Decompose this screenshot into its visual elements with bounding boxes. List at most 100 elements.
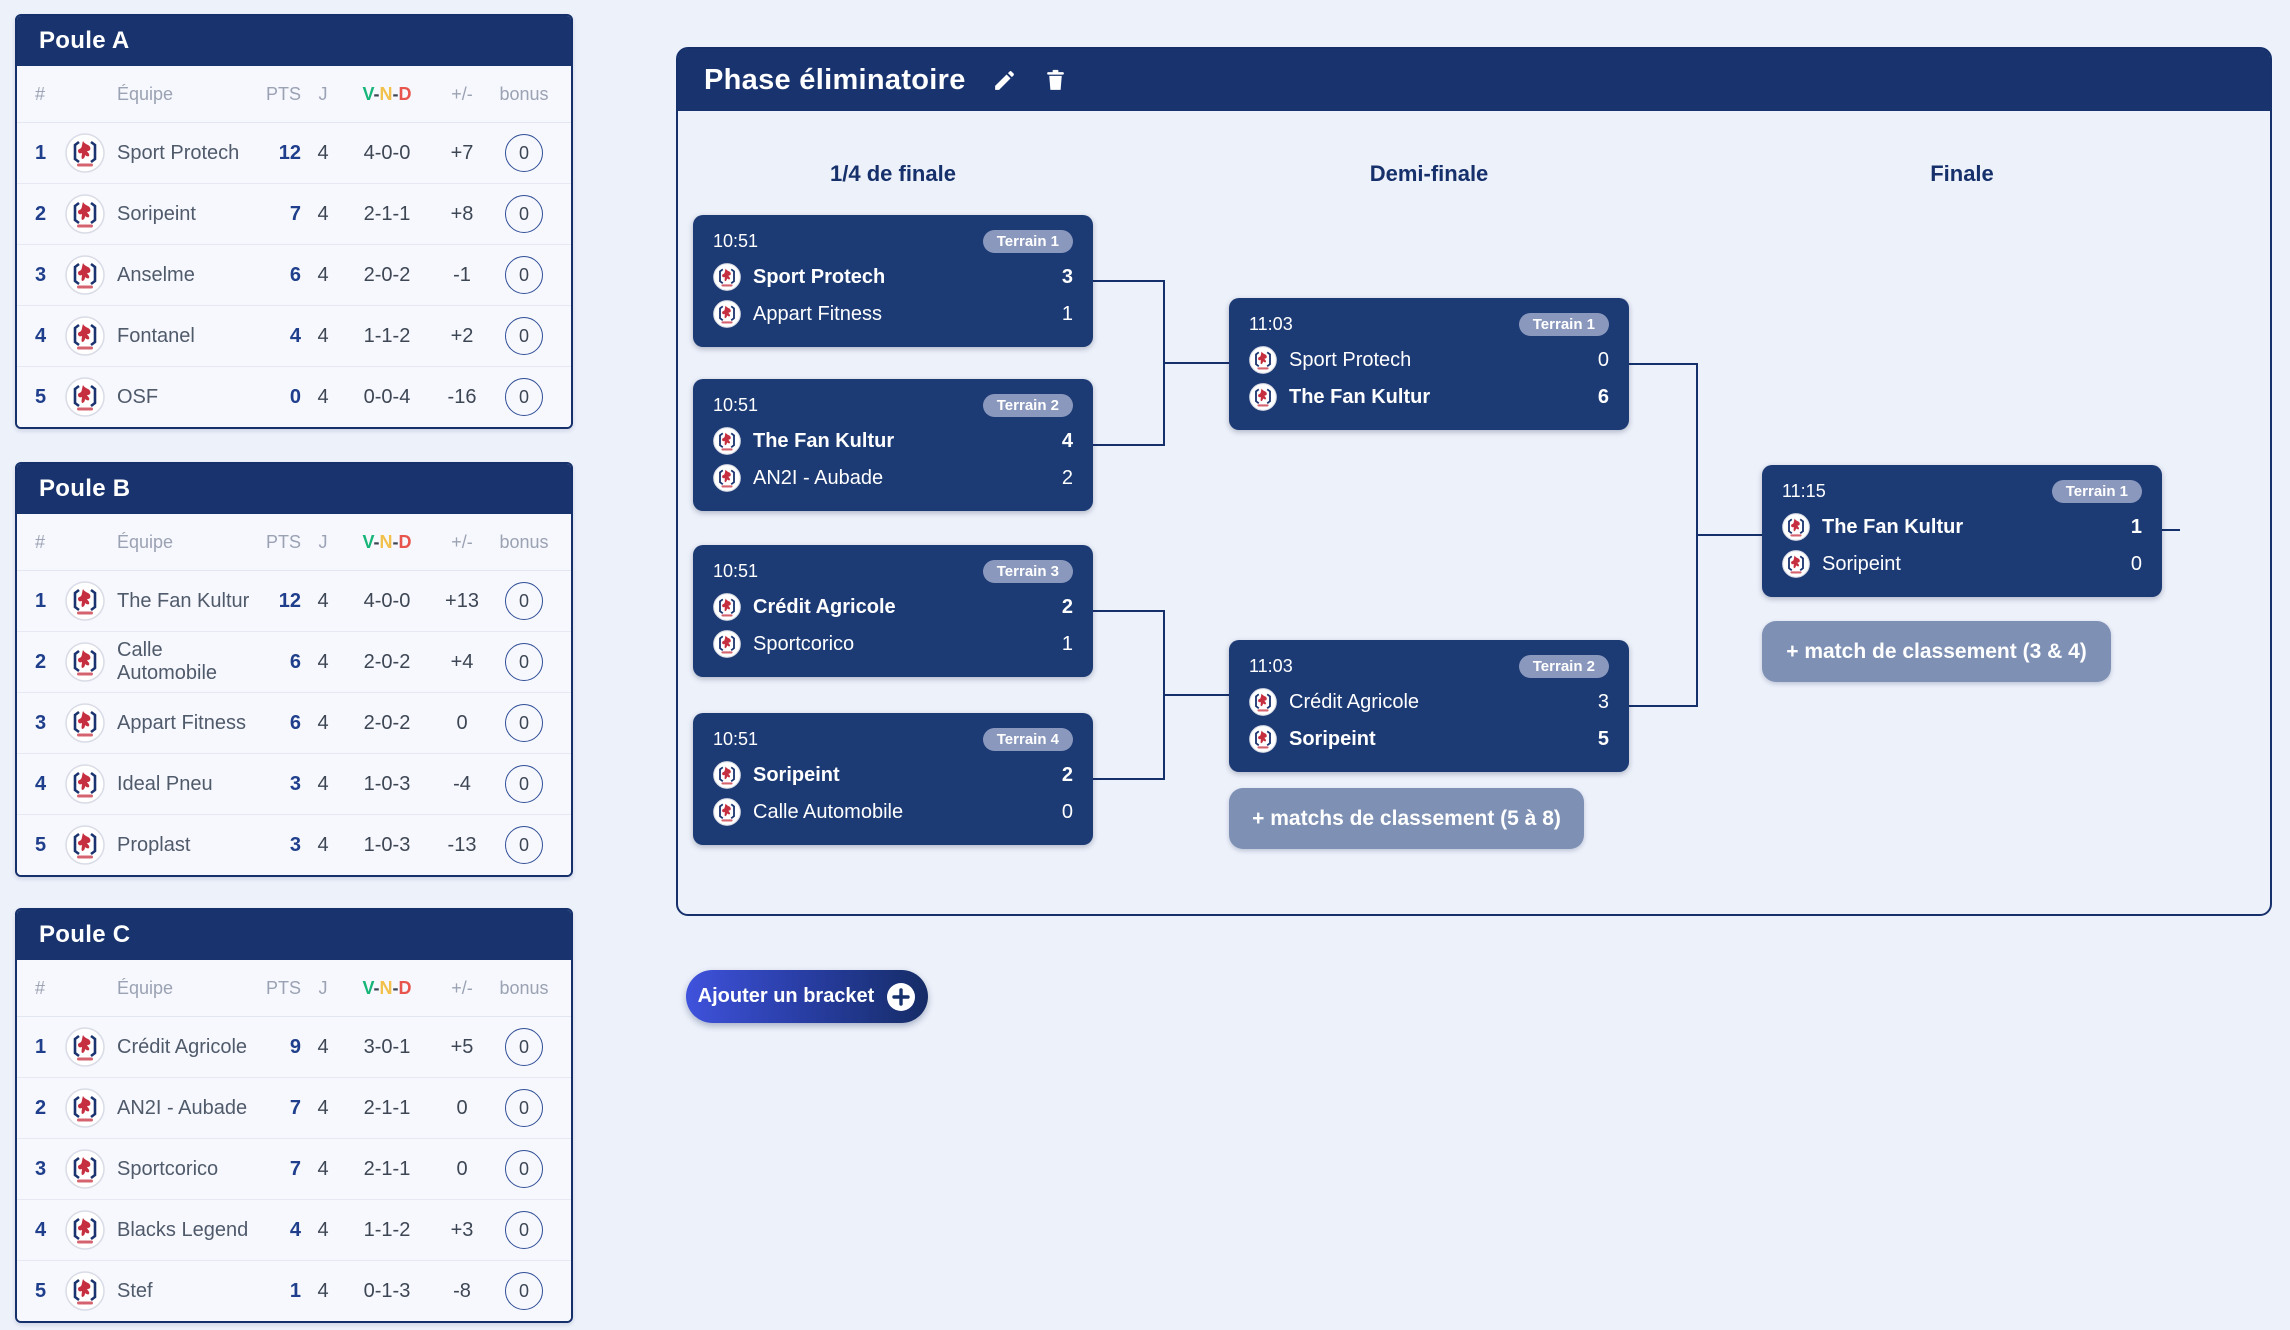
terrain-badge: Terrain 4	[982, 727, 1073, 751]
team-logo-icon	[713, 300, 741, 328]
bonus-badge[interactable]: 0	[495, 1211, 553, 1249]
rank: 4	[35, 324, 47, 347]
edit-icon[interactable]	[992, 68, 1017, 93]
win-draw-loss: 4-0-0	[363, 589, 411, 612]
bonus-badge[interactable]: 0	[495, 317, 553, 355]
col-rank: #	[35, 83, 46, 104]
points: 7	[289, 202, 301, 225]
pool-table-b: Poule B # Équipe PTS J V-N-D +/- bonus 1…	[15, 462, 573, 877]
team-logo-icon	[1782, 513, 1810, 541]
team-logo-icon	[65, 1027, 117, 1067]
points: 4	[289, 1218, 301, 1241]
team-logo-icon	[1249, 725, 1277, 753]
games-played: 4	[317, 1279, 329, 1302]
rank: 4	[35, 772, 47, 795]
team-logo-icon	[65, 825, 117, 865]
classement-3-4-button[interactable]: + match de classement (3 & 4)	[1762, 621, 2111, 682]
pool-table-c: Poule C # Équipe PTS J V-N-D +/- bonus 1…	[15, 908, 573, 1323]
rank: 3	[35, 1157, 47, 1180]
match-time: 11:03	[1249, 313, 1293, 334]
points: 6	[289, 263, 301, 286]
col-pts: PTS	[265, 977, 301, 998]
round-label-quarterfinals: 1/4 de finale	[830, 161, 956, 186]
team-logo-icon	[713, 263, 741, 291]
terrain-badge: Terrain 1	[1518, 312, 1609, 336]
win-draw-loss: 2-0-2	[363, 263, 411, 286]
bonus-badge[interactable]: 0	[495, 765, 553, 803]
goal-diff: +3	[450, 1218, 474, 1241]
match-time: 10:51	[713, 230, 759, 251]
col-diff: +/-	[451, 977, 473, 998]
team-logo-icon	[65, 133, 117, 173]
round-label-final: Finale	[1930, 161, 1994, 186]
bonus-badge[interactable]: 0	[495, 704, 553, 742]
pool-title-label: Poule B	[39, 475, 131, 502]
bonus-badge[interactable]: 0	[495, 826, 553, 864]
team-name: Calle Automobile	[117, 639, 218, 684]
bonus-badge[interactable]: 0	[495, 134, 553, 172]
classement-5-8-button[interactable]: + matchs de classement (5 à 8)	[1229, 788, 1584, 849]
team-name: Ideal Pneu	[117, 772, 213, 795]
col-rank: #	[35, 977, 46, 998]
col-vnd: V-N-D	[362, 83, 412, 104]
col-team: Équipe	[117, 531, 174, 552]
team-name: Sport Protech	[117, 141, 240, 164]
rank: 2	[35, 650, 47, 673]
win-draw-loss: 1-1-2	[363, 1218, 411, 1241]
bonus-badge[interactable]: 0	[495, 582, 553, 620]
bonus-badge[interactable]: 0	[495, 195, 553, 233]
add-bracket-label: Ajouter un bracket	[697, 985, 875, 1007]
add-bracket-button[interactable]: Ajouter un bracket	[686, 970, 928, 1023]
bonus-badge[interactable]: 0	[495, 1150, 553, 1188]
bonus-badge[interactable]: 0	[495, 643, 553, 681]
pool-column-headers: # Équipe PTS J V-N-D +/- bonus	[17, 514, 571, 571]
bonus-badge[interactable]: 0	[495, 1272, 553, 1310]
bonus-badge[interactable]: 0	[495, 1028, 553, 1066]
games-played: 4	[317, 202, 329, 225]
win-draw-loss: 0-1-3	[363, 1279, 411, 1302]
games-played: 4	[317, 833, 329, 856]
bonus-badge[interactable]: 0	[495, 378, 553, 416]
goal-diff: 0	[456, 711, 468, 734]
delete-icon[interactable]	[1043, 68, 1068, 93]
bonus-badge[interactable]: 0	[495, 256, 553, 294]
bonus-badge[interactable]: 0	[495, 1089, 553, 1127]
games-played: 4	[317, 1096, 329, 1119]
pool-column-headers: # Équipe PTS J V-N-D +/- bonus	[17, 66, 571, 123]
points: 1	[289, 1279, 301, 1302]
team-name: Sportcorico	[117, 1157, 219, 1180]
win-draw-loss: 2-0-2	[363, 650, 411, 673]
connector	[1093, 280, 1163, 282]
points: 6	[289, 711, 301, 734]
win-draw-loss: 3-0-1	[363, 1035, 411, 1058]
col-pts: PTS	[265, 83, 301, 104]
team-logo-icon	[65, 1149, 117, 1189]
